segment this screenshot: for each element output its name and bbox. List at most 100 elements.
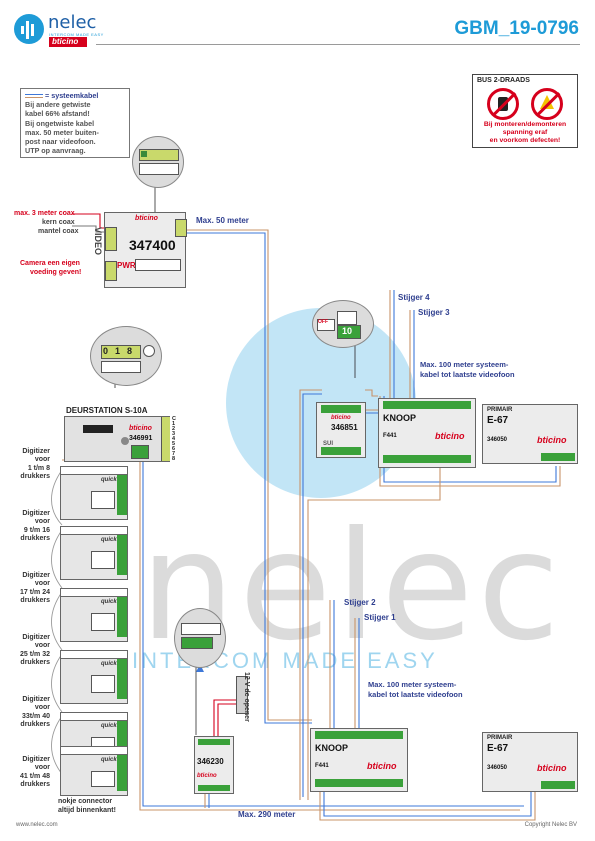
terminal-label: 4 xyxy=(172,436,176,442)
note-line: max. 50 meter buiten- xyxy=(25,127,99,137)
note-line: post naar videofoon. xyxy=(25,137,96,147)
psu-code: 346050 xyxy=(487,765,508,771)
riser-4-label: Stijger 4 xyxy=(398,293,430,302)
digitizer-module-1: quick xyxy=(60,466,128,520)
switch-code: 346851 xyxy=(331,423,358,432)
camera-bus-terminal xyxy=(175,219,187,237)
header-divider xyxy=(96,44,580,45)
psu-primary: PRIMAIR xyxy=(487,735,513,741)
door-station-terminal-strip xyxy=(161,417,170,461)
supply-brand: bticino xyxy=(197,773,217,779)
connector-note-1: nokje connector xyxy=(58,798,113,805)
lock-label: 12 V dc opener xyxy=(243,672,250,722)
doc-code: GBM_19-0796 xyxy=(454,18,579,39)
coax-shield-label: mantel coax xyxy=(38,228,79,235)
supply-module-346230: 346230 bticino xyxy=(194,736,234,794)
door-station-brand: bticino xyxy=(129,425,152,432)
door-station-bus-terminal xyxy=(131,445,149,459)
camera-side-label: VIDEO xyxy=(93,227,103,256)
door-station-knob xyxy=(121,437,129,445)
digitizer-brand: quick xyxy=(101,661,117,667)
terminal-label: 6 xyxy=(172,446,176,452)
cable-note-lower-1: Max. 100 meter systeem- xyxy=(368,680,457,689)
partner-logo xyxy=(49,37,87,47)
note-line: Bij ongetwiste kabel xyxy=(25,118,95,128)
footer-website: www.nelec.com xyxy=(16,822,58,828)
terminal-label: 2 xyxy=(172,426,176,432)
knoop-code: F441 xyxy=(315,763,329,769)
dip-digit-3: 8 xyxy=(127,346,133,356)
cable-note-box: = systeemkabel Bij andere getwiste kabel… xyxy=(20,88,130,159)
digitizer-module-2: quick xyxy=(60,526,128,580)
supply-code: 346230 xyxy=(197,757,224,766)
digitizer-module-4: quick xyxy=(60,650,128,704)
partner-name: bticino xyxy=(52,37,79,46)
cable-note-upper-2: kabel tot laatste videofoon xyxy=(420,370,515,379)
camera-distance-label: Max. 50 meter xyxy=(196,216,249,225)
terminal-label: 8 xyxy=(172,456,176,462)
terminal-label: 5 xyxy=(172,441,176,447)
psu-code: 346050 xyxy=(487,437,508,443)
brand-tagline: INTERCOM MADE EASY xyxy=(49,32,104,37)
switch-sui-label: SUI xyxy=(323,441,334,447)
psu-brand: bticino xyxy=(537,763,567,773)
switch-dial-callout: OFF 10 xyxy=(312,300,374,348)
bus-distance-label: Max. 290 meter xyxy=(238,810,296,819)
psu-title: E-67 xyxy=(487,415,509,426)
camera-pwr-label: PWR xyxy=(117,261,136,270)
connector-note-2: altijd binnenkant! xyxy=(58,807,116,814)
riser-3-label: Stijger 3 xyxy=(418,308,450,317)
digitizer-brand: quick xyxy=(101,537,117,543)
coax-core-label: kern coax xyxy=(42,219,75,226)
switch-off-label: OFF xyxy=(318,319,328,325)
door-station-display xyxy=(83,425,113,433)
knoop-title: KNOOP xyxy=(315,743,349,753)
camera-dip-callout xyxy=(132,136,184,188)
terminal-label: C xyxy=(172,416,176,422)
psu-primary: PRIMAIR xyxy=(487,407,513,413)
knoop-code: F441 xyxy=(383,433,397,439)
door-station-code: 346991 xyxy=(129,435,153,442)
no-voltage-icon xyxy=(531,88,563,120)
camera-power-terminal xyxy=(105,261,117,281)
camera-code: 347400 xyxy=(129,237,176,253)
digitizer-brand: quick xyxy=(101,477,117,483)
door-lock-icon xyxy=(236,676,248,714)
knoop-box-lower: KNOOP F441 bticino xyxy=(310,728,408,792)
digitizer-brand: quick xyxy=(101,599,117,605)
camera-brand: bticino xyxy=(135,215,158,222)
cable-note-upper-1: Max. 100 meter systeem- xyxy=(420,360,509,369)
knoop-brand: bticino xyxy=(367,761,397,771)
knoop-brand: bticino xyxy=(435,431,465,441)
door-station-title: DEURSTATION S-10A xyxy=(66,406,148,415)
knoop-title: KNOOP xyxy=(383,413,417,423)
camera-module-347400: VIDEO bticino 347400 PWR xyxy=(93,212,187,288)
note-line: UTP op aanvraag. xyxy=(25,146,86,156)
digitizer-module-6: quick xyxy=(60,746,128,796)
footer-copyright: Copyright Nelec BV xyxy=(524,822,577,828)
warning-box: BUS 2-DRAADS Bij monteren/demonteren spa… xyxy=(472,74,578,148)
camera-terminal-block xyxy=(105,227,117,251)
brand-logo-mark xyxy=(14,14,44,44)
digitizer-module-3: quick xyxy=(60,588,128,642)
note-line: Bij andere getwiste xyxy=(25,100,91,110)
camera-power-note-2: voeding geven! xyxy=(30,269,82,276)
psu-brand: bticino xyxy=(537,435,567,445)
note-title: = systeemkabel xyxy=(45,91,99,100)
digitizer-brand: quick xyxy=(101,723,117,729)
knoop-box-upper: KNOOP F441 bticino xyxy=(378,398,476,468)
terminal-label: 3 xyxy=(172,431,176,437)
no-plug-icon xyxy=(487,88,519,120)
supply-dip-callout xyxy=(174,608,226,668)
dip-digit-2: 1 xyxy=(115,346,121,356)
warning-title: BUS 2-DRAADS xyxy=(477,77,530,84)
switch-brand: bticino xyxy=(331,415,351,421)
warning-line-3: en voorkom defecten! xyxy=(489,137,561,144)
coax-label: max. 3 meter coax xyxy=(14,210,75,217)
